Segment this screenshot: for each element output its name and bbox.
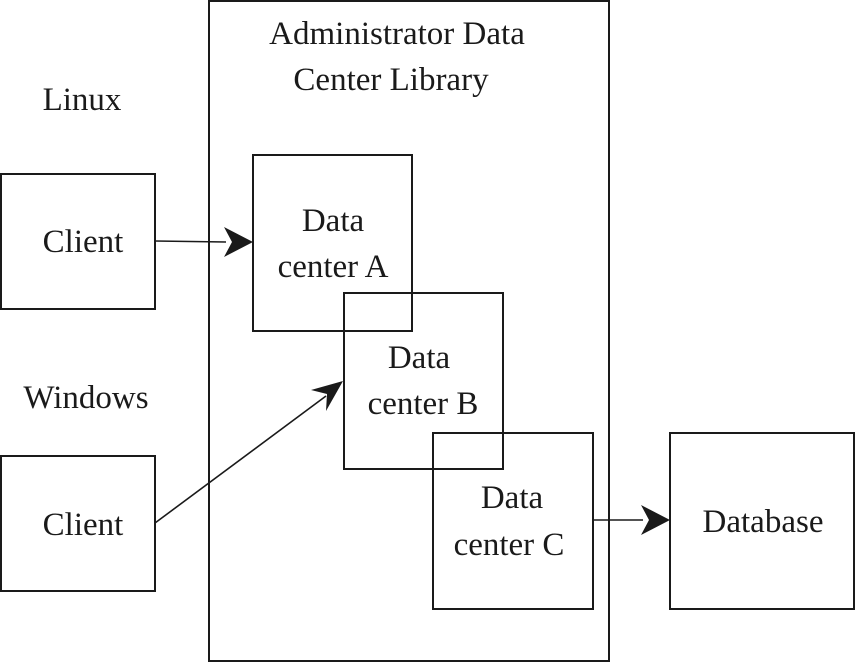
datacenter-a: Data center A xyxy=(252,154,413,332)
library-container xyxy=(208,0,610,662)
datacenter-b-line1: Data xyxy=(388,340,451,376)
database-box: Database xyxy=(669,432,855,610)
database-label: Database xyxy=(703,504,824,540)
datacenter-c: Data center C xyxy=(432,432,594,610)
client-linux-label: Client xyxy=(43,224,124,260)
linux-label: Linux xyxy=(43,82,122,118)
client-windows-label: Client xyxy=(43,507,124,543)
library-title-line2: Center Library xyxy=(293,62,489,98)
datacenter-a-line2: center A xyxy=(278,249,389,285)
datacenter-a-line1: Data xyxy=(302,203,365,239)
arrow-datacenter-c-to-database xyxy=(593,505,670,535)
datacenter-b: Data center B xyxy=(343,292,504,470)
arrow-windows-to-datacenter-b xyxy=(154,381,343,524)
library-title-line1: Administrator Data xyxy=(269,16,525,52)
datacenter-c-line1: Data xyxy=(481,480,544,516)
datacenter-b-line2: center B xyxy=(368,386,479,422)
client-windows: Client xyxy=(0,455,156,592)
windows-label: Windows xyxy=(23,380,148,416)
arrow-linux-to-datacenter-a xyxy=(154,227,253,257)
datacenter-c-line2: center C xyxy=(454,527,565,563)
client-linux: Client xyxy=(0,173,156,310)
